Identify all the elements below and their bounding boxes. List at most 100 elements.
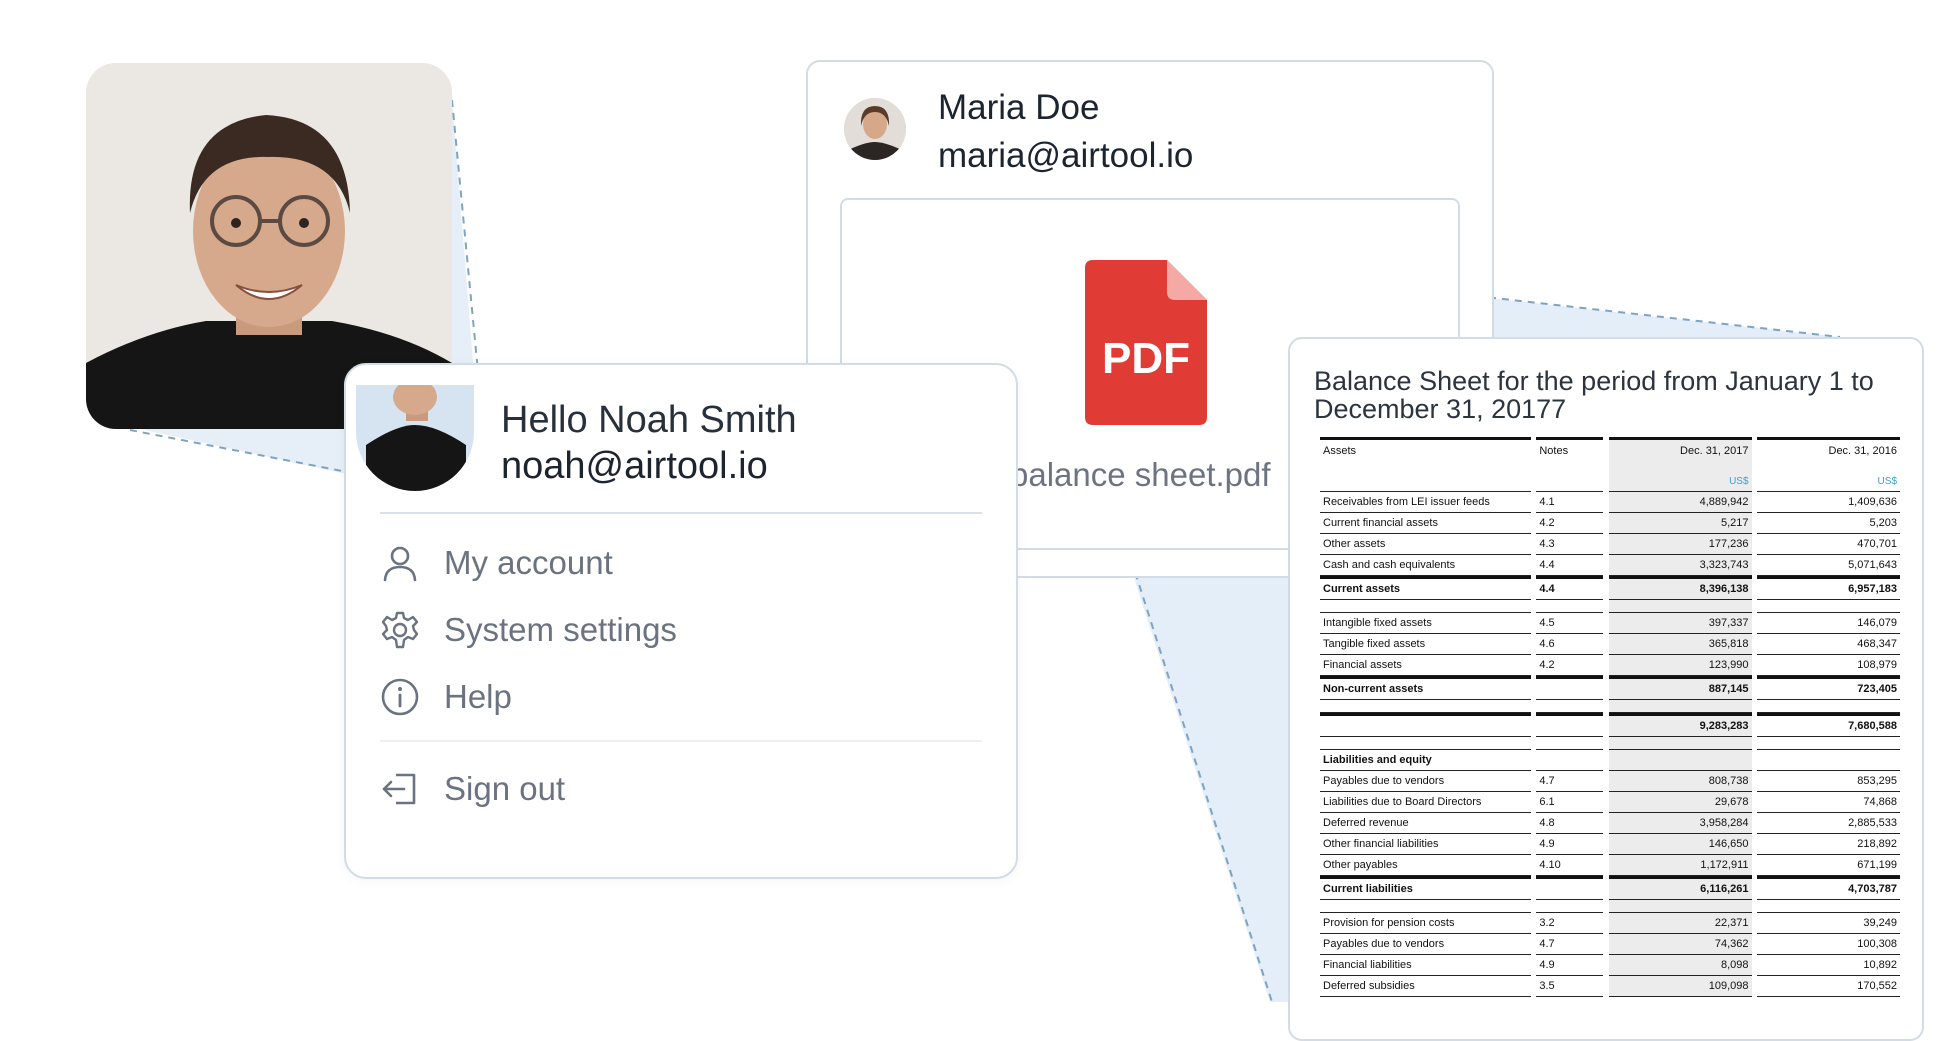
row-value-2016: 1,409,636 [1757,492,1900,513]
row-value-2017: 365,818 [1608,634,1752,655]
row-value-2017: 177,236 [1608,534,1752,555]
row-label: Receivables from LEI issuer feeds [1320,492,1531,513]
row-label: Liabilities due to Board Directors [1320,792,1531,813]
row-value-2016: 671,199 [1757,855,1900,876]
row-note: 4.10 [1536,855,1604,876]
currency-label: US$ [1608,471,1752,492]
menu-item-help[interactable]: Help [380,671,980,723]
row-value-2017: 146,650 [1608,834,1752,855]
row-label: Liabilities and equity [1320,750,1531,771]
row-value-2017: 9,283,283 [1608,713,1752,737]
row-note: 3.2 [1536,913,1604,934]
row-note: 4.7 [1536,771,1604,792]
row-label: Current assets [1320,576,1531,600]
row-value-2016: 146,079 [1757,613,1900,634]
row-value-2017: 22,371 [1608,913,1752,934]
user-avatar[interactable] [356,385,474,491]
table-row: Liabilities and equity [1320,750,1900,771]
menu-item-my-account[interactable]: My account [380,537,980,589]
row-label: Other payables [1320,855,1531,876]
sign-out-button[interactable]: Sign out [380,763,980,815]
row-value-2017: 808,738 [1608,771,1752,792]
row-value-2016: 7,680,588 [1757,713,1900,737]
row-value-2016: 468,347 [1757,634,1900,655]
row-note: 4.8 [1536,813,1604,834]
row-label: Cash and cash equivalents [1320,555,1531,576]
row-label: Financial assets [1320,655,1531,676]
row-value-2016: 2,885,533 [1757,813,1900,834]
row-value-2017: 8,098 [1608,955,1752,976]
table-cell [1320,471,1531,492]
sign-out-label: Sign out [444,770,566,807]
pdf-icon-label: PDF [1102,334,1190,383]
row-note: 4.4 [1536,555,1604,576]
header-2016: Dec. 31, 2016 [1757,437,1900,471]
row-label: Current liabilities [1320,876,1531,900]
row-value-2016: 5,071,643 [1757,555,1900,576]
currency-label: US$ [1757,471,1900,492]
row-note [1536,676,1604,700]
spacer-row [1320,900,1900,913]
row-value-2017: 74,362 [1608,934,1752,955]
header-assets: Assets [1320,437,1531,471]
row-note: 3.5 [1536,976,1604,997]
row-value-2016: 853,295 [1757,771,1900,792]
row-value-2016: 6,957,183 [1757,576,1900,600]
row-value-2017: 1,172,911 [1608,855,1752,876]
row-value-2016: 100,308 [1757,934,1900,955]
row-value-2016 [1757,750,1900,771]
table-cell [1536,471,1604,492]
row-note: 4.9 [1536,955,1604,976]
row-label: Provision for pension costs [1320,913,1531,934]
row-label: Tangible fixed assets [1320,634,1531,655]
row-note: 4.3 [1536,534,1604,555]
row-value-2017: 109,098 [1608,976,1752,997]
row-value-2017: 887,145 [1608,676,1752,700]
row-label: Other financial liabilities [1320,834,1531,855]
row-value-2017: 4,889,942 [1608,492,1752,513]
menu-item-label: My account [444,544,613,581]
row-label [1320,713,1531,737]
pdf-file-icon[interactable]: PDF [1085,260,1207,425]
row-note: 4.9 [1536,834,1604,855]
row-value-2016: 218,892 [1757,834,1900,855]
row-value-2016: 5,203 [1757,513,1900,534]
row-label: Payables due to vendors [1320,771,1531,792]
row-value-2016: 39,249 [1757,913,1900,934]
row-value-2017: 29,678 [1608,792,1752,813]
row-note: 4.6 [1536,634,1604,655]
row-value-2016: 4,703,787 [1757,876,1900,900]
row-label: Current financial assets [1320,513,1531,534]
row-note: 4.2 [1536,655,1604,676]
spacer-row [1320,700,1900,713]
attachment-filename[interactable]: balance sheet.pdf [1010,456,1271,493]
row-value-2016: 74,868 [1757,792,1900,813]
row-value-2017: 8,396,138 [1608,576,1752,600]
spacer-row [1320,600,1900,613]
row-value-2017: 5,217 [1608,513,1752,534]
row-value-2017 [1608,750,1752,771]
contact-name: Maria Doe [938,88,1100,127]
menu-item-label: Help [444,678,512,715]
header-notes: Notes [1536,437,1604,471]
contact-email: maria@airtool.io [938,136,1194,175]
row-note: 4.1 [1536,492,1604,513]
row-label: Payables due to vendors [1320,934,1531,955]
row-value-2016: 108,979 [1757,655,1900,676]
menu-item-system-settings[interactable]: System settings [380,604,980,656]
